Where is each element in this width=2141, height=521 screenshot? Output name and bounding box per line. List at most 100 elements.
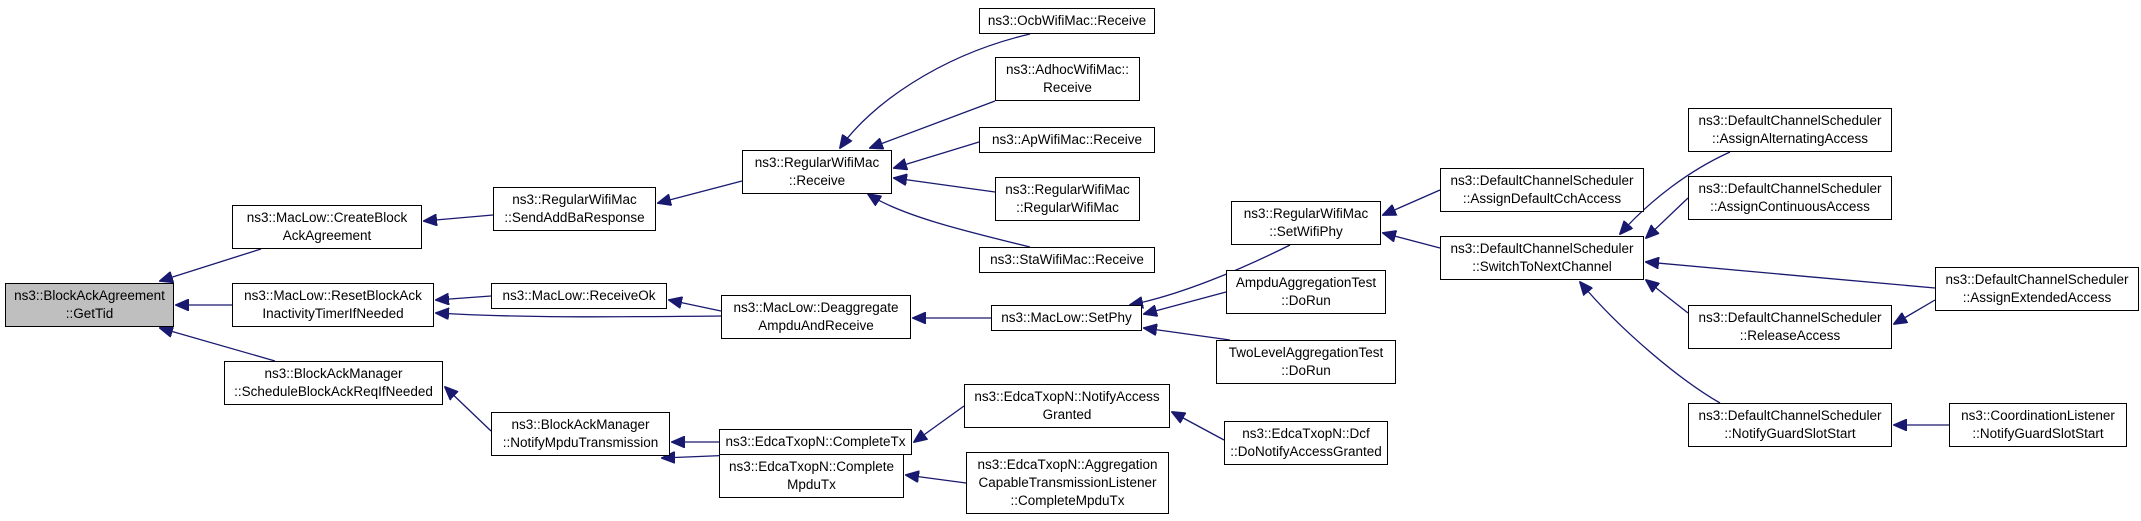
edge-sendaddba-to-createblockack bbox=[424, 215, 494, 221]
node-edcatxopn-completetx[interactable]: ns3::EdcaTxopN::CompleteTx bbox=[719, 429, 912, 455]
edge-twoleveltest-to-setphy bbox=[1144, 328, 1231, 341]
node-label-line: ns3::DefaultChannelScheduler bbox=[1698, 408, 1882, 423]
node-label-line: ::Receive bbox=[788, 173, 846, 188]
node-label-line: ns3::BlockAckManager bbox=[264, 366, 403, 381]
edge-receiveok-to-resetblockack bbox=[436, 296, 492, 300]
node-label-line: ::SendAddBaResponse bbox=[504, 210, 645, 225]
edge-switchchannel-to-setwifiphy bbox=[1383, 233, 1441, 249]
node-label-line: ns3::DefaultChannelScheduler bbox=[1698, 113, 1882, 128]
edge-apreceive-to-regularreceive bbox=[894, 141, 980, 168]
node-label-line: ::DoRun bbox=[1281, 363, 1331, 378]
node-label-line: ns3::DefaultChannelScheduler bbox=[1945, 272, 2129, 287]
node-label-line: Granted bbox=[1042, 407, 1092, 422]
edge-assigndefault-to-setwifiphy bbox=[1383, 189, 1441, 215]
node-label-line: ns3::CoordinationListener bbox=[1961, 408, 2115, 423]
node-label-line: ns3::MacLow::CreateBlock bbox=[246, 210, 408, 225]
node-regularwifimac-setwifiphy[interactable]: ns3::RegularWifiMac::SetWifiPhy bbox=[1231, 201, 1381, 245]
node-label-line: ns3::AdhocWifiMac:: bbox=[1005, 62, 1130, 77]
edge-notifyaccess-to-completetx bbox=[914, 405, 965, 442]
node-label-line: ::AssignExtendedAccess bbox=[1962, 290, 2112, 305]
node-defaultchannelscheduler-releaseaccess[interactable]: ns3::DefaultChannelScheduler::ReleaseAcc… bbox=[1688, 305, 1892, 349]
node-defaultchannelscheduler-assignextendedaccess[interactable]: ns3::DefaultChannelScheduler::AssignExte… bbox=[1935, 267, 2139, 311]
node-label-line: ::SetWifiPhy bbox=[1269, 224, 1343, 239]
node-adhocwifimac-receive[interactable]: ns3::AdhocWifiMac::Receive bbox=[995, 57, 1140, 101]
node-label-line: ::AssignDefaultCchAccess bbox=[1462, 191, 1622, 206]
node-stawifimac-receive[interactable]: ns3::StaWifiMac::Receive bbox=[979, 247, 1155, 273]
node-label-line: ::DoRun bbox=[1281, 293, 1331, 308]
edge-createblockack-to-gettid bbox=[160, 248, 262, 281]
node-label-line: CapableTransmissionListener bbox=[978, 475, 1157, 490]
node-label-line: ::ReleaseAccess bbox=[1739, 328, 1841, 343]
node-maclow-receiveok[interactable]: ns3::MacLow::ReceiveOk bbox=[491, 283, 667, 309]
node-maclow-setphy[interactable]: ns3::MacLow::SetPhy bbox=[991, 305, 1142, 331]
node-label-line: ns3::DefaultChannelScheduler bbox=[1698, 181, 1882, 196]
node-defaultchannelscheduler-switchtonextchannel[interactable]: ns3::DefaultChannelScheduler::SwitchToNe… bbox=[1440, 236, 1644, 280]
node-twolevelaggregationtest-dorun[interactable]: TwoLevelAggregationTest::DoRun bbox=[1216, 340, 1396, 384]
node-label-line: ::SwitchToNextChannel bbox=[1472, 259, 1612, 274]
node-label-line: ns3::ApWifiMac::Receive bbox=[991, 132, 1143, 147]
edge-stareceive-to-regularreceive bbox=[868, 194, 1031, 248]
node-label-line: ns3::BlockAckAgreement bbox=[14, 288, 165, 303]
node-label-line: ::NotifyGuardSlotStart bbox=[1724, 426, 1856, 441]
node-regularwifimac-receive[interactable]: ns3::RegularWifiMac::Receive bbox=[742, 150, 892, 194]
node-label-line: ns3::EdcaTxopN::Dcf bbox=[1242, 426, 1370, 441]
node-apwifimac-receive[interactable]: ns3::ApWifiMac::Receive bbox=[979, 127, 1155, 153]
node-label-line: AckAgreement bbox=[282, 228, 372, 243]
node-label-line: ns3::EdcaTxopN::Complete bbox=[728, 459, 895, 474]
node-blockackmanager-scheduleblockackreqifneeded[interactable]: ns3::BlockAckManager::ScheduleBlockAckRe… bbox=[224, 361, 443, 405]
node-label-line: ns3::MacLow::ResetBlockAck bbox=[244, 288, 422, 303]
node-ampduaggregationtest-dorun[interactable]: AmpduAggregationTest::DoRun bbox=[1226, 270, 1386, 314]
edge-scheduleblockack-to-gettid bbox=[160, 328, 276, 362]
edge-assigncontinuous-to-switch bbox=[1646, 197, 1689, 238]
node-blockackmanager-notifympdutransmission[interactable]: ns3::BlockAckManager::NotifyMpduTransmis… bbox=[491, 412, 670, 456]
edge-assignextended-to-switch bbox=[1646, 262, 1936, 289]
node-label-line: ::CompleteMpduTx bbox=[1010, 493, 1125, 508]
edge-deaggregate-to-receiveok bbox=[669, 300, 722, 312]
node-label-line: ::GetTid bbox=[65, 306, 114, 321]
node-ocbwifimac-receive[interactable]: ns3::OcbWifiMac::Receive bbox=[979, 8, 1155, 34]
node-label-line: MpduTx bbox=[787, 477, 836, 492]
node-label-line: ::ScheduleBlockAckReqIfNeeded bbox=[234, 384, 433, 399]
node-defaultchannelscheduler-assigndefaultcchaccess[interactable]: ns3::DefaultChannelScheduler::AssignDefa… bbox=[1440, 168, 1644, 212]
node-label-line: ::NotifyMpduTransmission bbox=[502, 435, 659, 450]
edge-dcfnotify-to-notifyaccess bbox=[1172, 412, 1225, 441]
node-label-line: ns3::MacLow::ReceiveOk bbox=[502, 288, 656, 303]
node-label-line: ::AssignAlternatingAccess bbox=[1711, 131, 1869, 146]
call-edges bbox=[160, 33, 1949, 484]
node-coordinationlistener-notifyguardslotstart[interactable]: ns3::CoordinationListener::NotifyGuardSl… bbox=[1949, 403, 2127, 447]
node-label-line: ns3::EdcaTxopN::CompleteTx bbox=[725, 434, 906, 449]
edge-deaggregate-to-resetblockack bbox=[436, 313, 722, 317]
node-label-line: ::NotifyGuardSlotStart bbox=[1972, 426, 2104, 441]
edge-setwifiphy-to-setphy bbox=[1130, 244, 1291, 305]
node-regularwifimac-regularwifimac[interactable]: ns3::RegularWifiMac::RegularWifiMac bbox=[995, 177, 1140, 221]
node-label-line: ns3::RegularWifiMac bbox=[1005, 182, 1130, 197]
edge-assignalternating-to-switch bbox=[1620, 151, 1731, 234]
node-defaultchannelscheduler-assignalternatingaccess[interactable]: ns3::DefaultChannelScheduler::AssignAlte… bbox=[1688, 108, 1892, 152]
edge-regularreceive-to-sendaddba bbox=[658, 180, 743, 203]
node-label-line: ns3::OcbWifiMac::Receive bbox=[987, 13, 1147, 28]
node-label-line: TwoLevelAggregationTest bbox=[1228, 345, 1384, 360]
node-label-line: ns3::MacLow::Deaggregate bbox=[733, 300, 899, 315]
node-defaultchannelscheduler-assigncontinuousaccess[interactable]: ns3::DefaultChannelScheduler::AssignCont… bbox=[1688, 176, 1892, 220]
edge-notifyguard-to-switch bbox=[1580, 282, 1721, 404]
edge-adhocreceive-to-regularreceive bbox=[870, 100, 996, 148]
node-label-line: ns3::DefaultChannelScheduler bbox=[1450, 173, 1634, 188]
node-label-line: ::AssignContinuousAccess bbox=[1710, 199, 1870, 214]
node-regularwifimac-sendaddbaresponse[interactable]: ns3::RegularWifiMac::SendAddBaResponse bbox=[493, 187, 656, 231]
edge-ocbreceive-to-regularreceive bbox=[840, 33, 1031, 148]
node-edcatxopn-dcf-donotifyaccessgranted[interactable]: ns3::EdcaTxopN::Dcf::DoNotifyAccessGrant… bbox=[1224, 421, 1388, 465]
node-label-line: ns3::RegularWifiMac bbox=[512, 192, 637, 207]
node-label-line: ns3::StaWifiMac::Receive bbox=[990, 252, 1144, 267]
node-label-line: InactivityTimerIfNeeded bbox=[262, 306, 404, 321]
edge-assignextended-to-releaseaccess bbox=[1894, 299, 1936, 324]
node-defaultchannelscheduler-notifyguardslotstart[interactable]: ns3::DefaultChannelScheduler::NotifyGuar… bbox=[1688, 403, 1892, 447]
node-label-line: ns3::MacLow::SetPhy bbox=[1001, 310, 1132, 325]
node-label-line: ns3::RegularWifiMac bbox=[754, 155, 880, 170]
